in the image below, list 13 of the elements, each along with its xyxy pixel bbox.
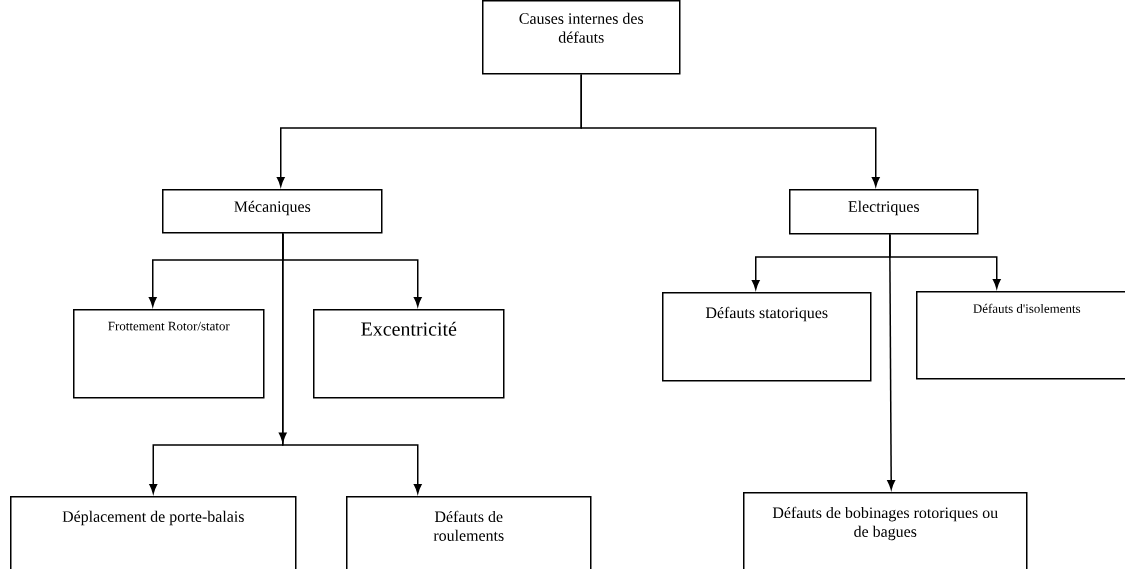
process-box: Défauts statoriques <box>662 292 872 382</box>
process-box: Excentricité <box>313 309 505 399</box>
process-box: Causes internes des défauts <box>482 0 681 75</box>
process-box: Mécaniques <box>162 189 383 234</box>
arrow <box>887 233 896 490</box>
arrow <box>282 232 422 494</box>
process-box: Electriques <box>789 189 979 235</box>
arrow <box>580 73 880 187</box>
process-box: Frottement Rotor/stator <box>73 309 265 399</box>
process-box: Défauts de bobinages rotoriques ou de bagues <box>743 492 1028 569</box>
process-box: Déplacement de porte-balais <box>10 496 297 569</box>
process-box: Défauts d'isolements <box>916 291 1125 380</box>
process-box: Défauts de roulements <box>346 496 592 569</box>
